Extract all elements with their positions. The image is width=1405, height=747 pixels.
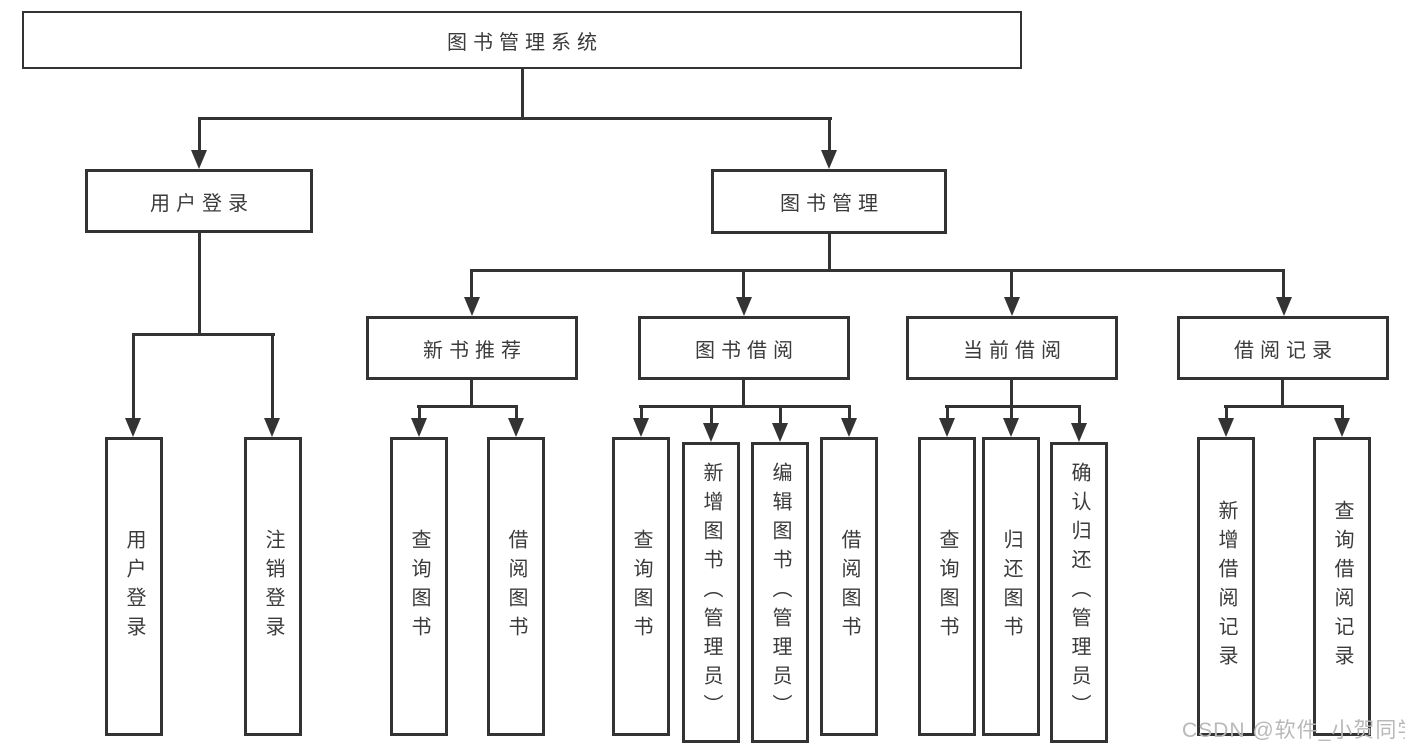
connector-line <box>515 405 518 420</box>
node-label: 图书管理 <box>780 193 884 215</box>
connector-line <box>470 269 1285 272</box>
connector-line <box>1078 405 1081 425</box>
connector-line <box>1010 380 1013 408</box>
connector-line <box>828 234 831 272</box>
arrowhead-down <box>841 418 857 437</box>
connector-line <box>132 333 275 336</box>
connector-line <box>1010 405 1013 420</box>
leaf-label: 借阅图书 <box>838 528 860 645</box>
node-current-borrowing: 当前借阅 <box>906 316 1118 380</box>
arrowhead-down <box>736 297 752 316</box>
connector-line <box>198 117 201 151</box>
leaf-logout-login: 注销登录 <box>244 437 302 736</box>
connector-line <box>1010 269 1013 297</box>
leaf-label: 归还图书 <box>1000 528 1022 645</box>
leaf-borrow-books-borrowing: 借阅图书 <box>820 437 878 736</box>
arrowhead-down <box>1276 297 1292 316</box>
leaf-query-books-recommend: 查询图书 <box>390 437 448 736</box>
leaf-borrow-books-recommend: 借阅图书 <box>487 437 545 736</box>
connector-line <box>470 380 473 408</box>
node-label: 借阅记录 <box>1234 339 1338 362</box>
connector-line <box>945 405 1081 408</box>
connector-line <box>198 117 832 120</box>
arrowhead-down <box>264 418 280 437</box>
node-book-management: 图书管理 <box>711 169 947 234</box>
node-label: 图书管理系统 <box>447 31 603 54</box>
arrowhead-down <box>772 423 788 442</box>
arrowhead-down <box>703 423 719 442</box>
connector-line <box>521 69 524 119</box>
connector-line <box>742 269 745 297</box>
connector-line <box>1281 380 1284 408</box>
arrowhead-down <box>125 418 141 437</box>
node-user-login: 用户登录 <box>85 169 313 233</box>
csdn-watermark: CSDN @软件_小贺同学 <box>1182 719 1405 742</box>
connector-line <box>1224 405 1344 408</box>
leaf-label: 查询图书 <box>630 528 652 645</box>
leaf-user-login: 用户登录 <box>105 437 163 736</box>
connector-line <box>1282 269 1285 297</box>
leaf-label: 查询借阅记录 <box>1331 499 1353 674</box>
node-new-book-recommend: 新书推荐 <box>366 316 578 380</box>
connector-line <box>132 333 135 418</box>
arrowhead-down <box>1003 418 1019 437</box>
leaf-add-borrow-record: 新增借阅记录 <box>1197 437 1255 736</box>
arrowhead-down <box>508 418 524 437</box>
arrowhead-down <box>1071 423 1087 442</box>
connector-line <box>198 233 201 336</box>
node-borrowing-records: 借阅记录 <box>1177 316 1389 380</box>
leaf-return-book: 归还图书 <box>982 437 1040 736</box>
connector-line <box>640 405 643 420</box>
node-label: 用户登录 <box>150 192 254 215</box>
arrowhead-down <box>633 418 649 437</box>
connector-line <box>418 405 421 420</box>
connector-line <box>1225 405 1228 420</box>
leaf-query-books-current: 查询图书 <box>918 437 976 736</box>
connector-line <box>828 117 831 151</box>
arrowhead-down <box>821 150 837 169</box>
leaf-label: 查询图书 <box>936 528 958 645</box>
arrowhead-down <box>411 418 427 437</box>
arrowhead-down <box>939 418 955 437</box>
leaf-label: 确认归还（管理员） <box>1068 462 1090 723</box>
arrowhead-down <box>1004 297 1020 316</box>
node-system-root: 图书管理系统 <box>22 11 1022 69</box>
leaf-label: 新增图书（管理员） <box>700 462 722 723</box>
leaf-label: 用户登录 <box>123 528 145 645</box>
leaf-label: 注销登录 <box>262 528 284 645</box>
connector-line <box>417 405 518 408</box>
arrowhead-down <box>191 150 207 169</box>
connector-line <box>710 405 713 425</box>
leaf-confirm-return-admin: 确认归还（管理员） <box>1050 442 1108 743</box>
connector-line <box>271 333 274 418</box>
node-label: 当前借阅 <box>963 339 1067 362</box>
leaf-query-books-borrowing: 查询图书 <box>612 437 670 736</box>
connector-line <box>779 405 782 425</box>
leaf-add-book-admin: 新增图书（管理员） <box>682 442 740 743</box>
connector-line <box>848 405 851 420</box>
arrowhead-down <box>464 297 480 316</box>
node-book-borrowing: 图书借阅 <box>638 316 850 380</box>
arrowhead-down <box>1334 418 1350 437</box>
leaf-edit-book-admin: 编辑图书（管理员） <box>751 442 809 743</box>
leaf-query-borrow-record: 查询借阅记录 <box>1313 437 1371 736</box>
connector-line <box>1341 405 1344 420</box>
leaf-label: 编辑图书（管理员） <box>769 462 791 723</box>
connector-line <box>946 405 949 420</box>
connector-line <box>470 269 473 297</box>
leaf-label: 借阅图书 <box>505 528 527 645</box>
node-label: 新书推荐 <box>423 339 527 362</box>
node-label: 图书借阅 <box>695 339 799 362</box>
connector-line <box>742 380 745 408</box>
connector-line <box>639 405 851 408</box>
arrowhead-down <box>1218 418 1234 437</box>
leaf-label: 查询图书 <box>408 528 430 645</box>
leaf-label: 新增借阅记录 <box>1215 499 1237 674</box>
